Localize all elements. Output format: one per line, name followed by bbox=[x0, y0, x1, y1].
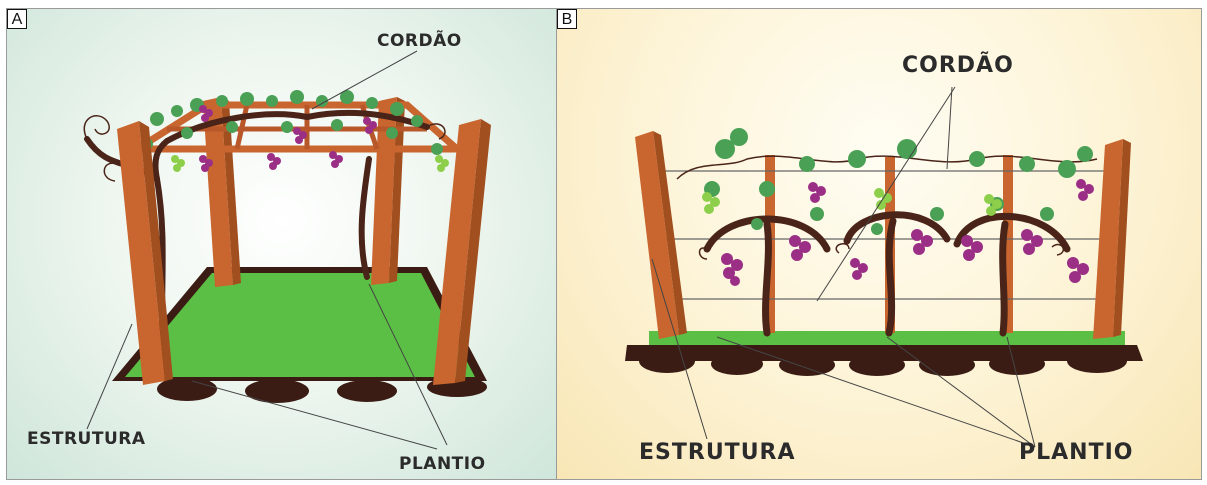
vine-tendrils bbox=[83, 115, 446, 182]
label-estrutura-b: ESTRUTURA bbox=[639, 440, 796, 465]
grape-bunches bbox=[171, 105, 449, 172]
soil-base bbox=[625, 345, 1143, 376]
trellis-illustration bbox=[625, 86, 1143, 448]
panel-b-letter: B bbox=[557, 9, 577, 29]
grape-bunches bbox=[702, 179, 1094, 286]
label-plantio-b: PLANTIO bbox=[1019, 440, 1134, 465]
label-cordao-b: CORDÃO bbox=[902, 53, 1014, 78]
label-pointer-lines bbox=[651, 86, 1036, 448]
back-posts bbox=[203, 97, 405, 287]
end-posts bbox=[635, 131, 1131, 339]
grass-ground bbox=[125, 273, 475, 377]
label-pointer-lines bbox=[86, 50, 448, 450]
pergola-illustration bbox=[83, 50, 491, 450]
vine-trunks bbox=[703, 211, 1071, 337]
front-posts bbox=[117, 119, 491, 385]
label-cordao-a: CORDÃO bbox=[377, 31, 462, 51]
label-plantio-a: PLANTIO bbox=[399, 454, 486, 474]
vine-leaves bbox=[141, 90, 443, 155]
panel-a-letter: A bbox=[7, 9, 27, 29]
label-estrutura-a: ESTRUTURA bbox=[27, 429, 146, 449]
panel-b-espaldeira: B CORDÃO ESTRUTURA PLANTIO bbox=[556, 8, 1202, 480]
panel-a-pergola: A CORDÃO ESTRUTURA PLANTIO bbox=[6, 8, 557, 480]
